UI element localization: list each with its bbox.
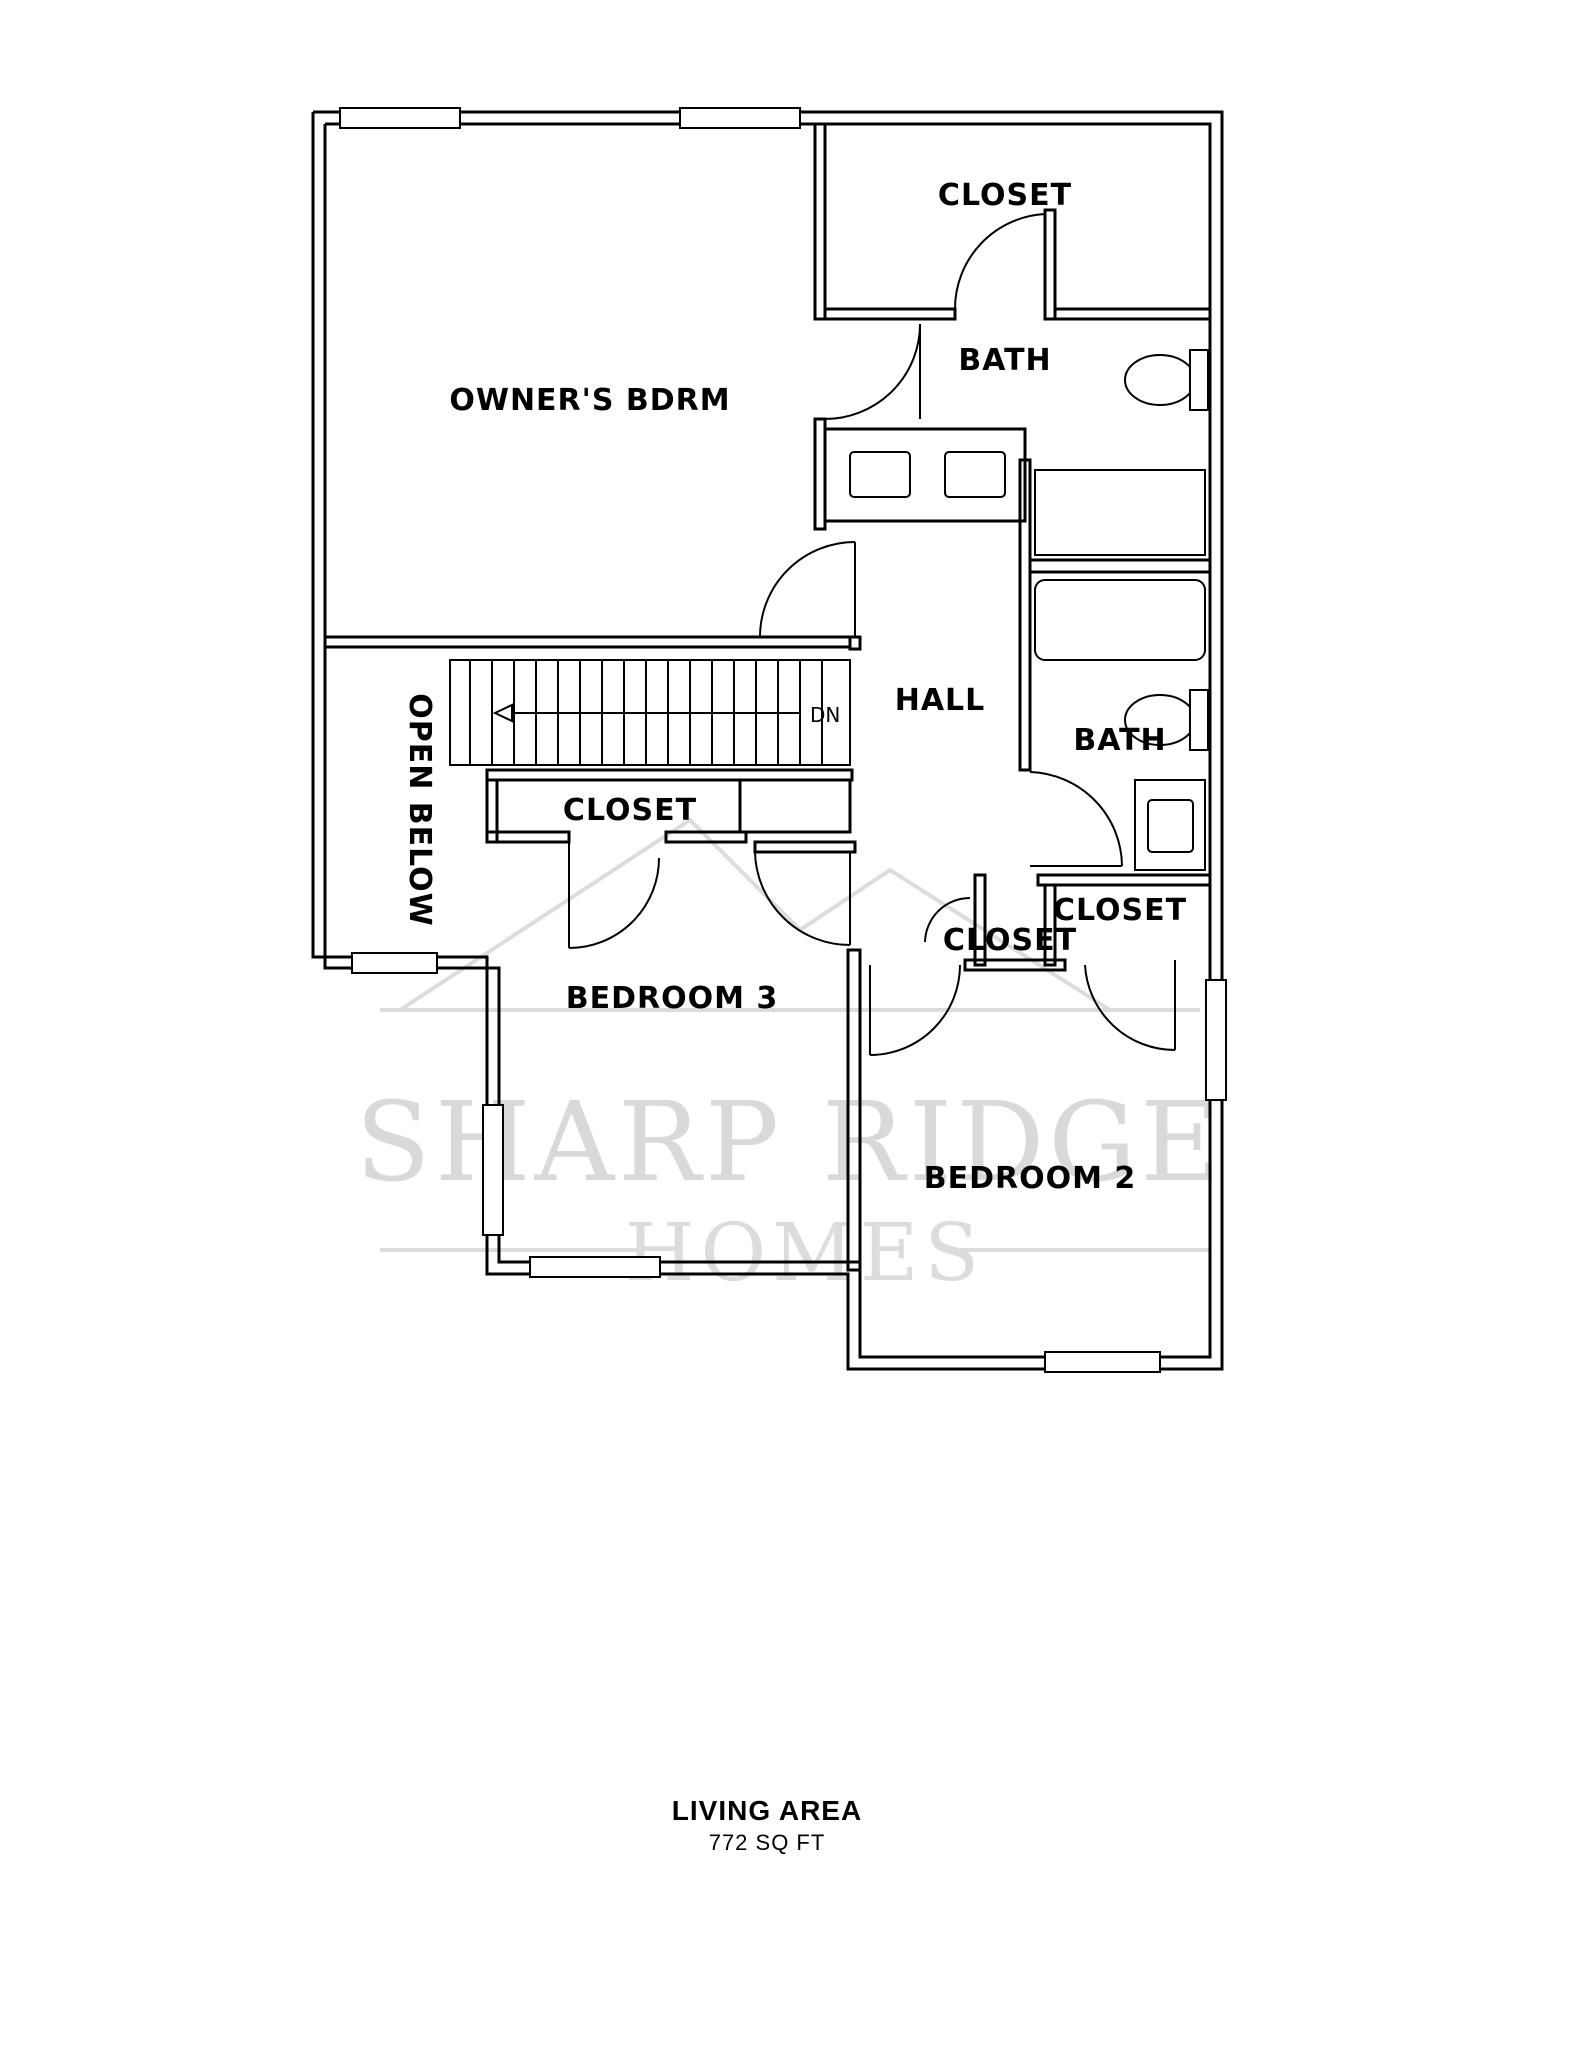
room-label-bath-top: BATH [958,343,1051,378]
toilet-tank-icon [1189,689,1209,751]
footer-area: 772 SQ FT [709,1830,826,1855]
footer-title: LIVING AREA [672,1795,862,1826]
window [1205,979,1227,1101]
arrow-left-icon [492,703,513,723]
sink-icon [1147,799,1194,853]
room-label-closet-mid: CLOSET [563,793,697,828]
shower-icon [1034,469,1206,556]
window [529,1256,661,1278]
window [351,952,438,974]
sink-icon [849,451,911,498]
room-label-closet-right: CLOSET [1053,893,1187,928]
room-label-owners-bdrm: OWNER'S BDRM [449,383,730,418]
windows [339,107,1227,1373]
room-label-open-below: OPEN BELOW [402,693,437,927]
room-label-bath-lower: BATH [1073,723,1166,758]
stair-label: DN [810,703,840,727]
fixtures [849,349,1209,853]
room-label-bedroom-2: BEDROOM 2 [924,1161,1137,1196]
toilet-icon [1124,354,1196,406]
watermark-sub: HOMES [625,1206,985,1299]
bathtub-icon [1034,579,1206,661]
room-label-hall: HALL [895,683,986,718]
staircase [449,659,851,766]
window [679,107,801,129]
room-label-closet-small: CLOSET [943,923,1077,958]
doors [568,210,1176,1056]
room-labels: OWNER'S BDRM CLOSET BATH HALL BATH CLOSE… [402,178,1187,1196]
window [1044,1351,1161,1373]
window [339,107,461,129]
sink-icon [944,451,1006,498]
room-label-bedroom-3: BEDROOM 3 [566,981,779,1016]
window [482,1104,504,1236]
interior-walls [323,122,1212,1272]
toilet-tank-icon [1189,349,1209,411]
footer: LIVING AREA 772 SQ FT [672,1795,862,1855]
room-label-closet-top: CLOSET [938,178,1072,213]
